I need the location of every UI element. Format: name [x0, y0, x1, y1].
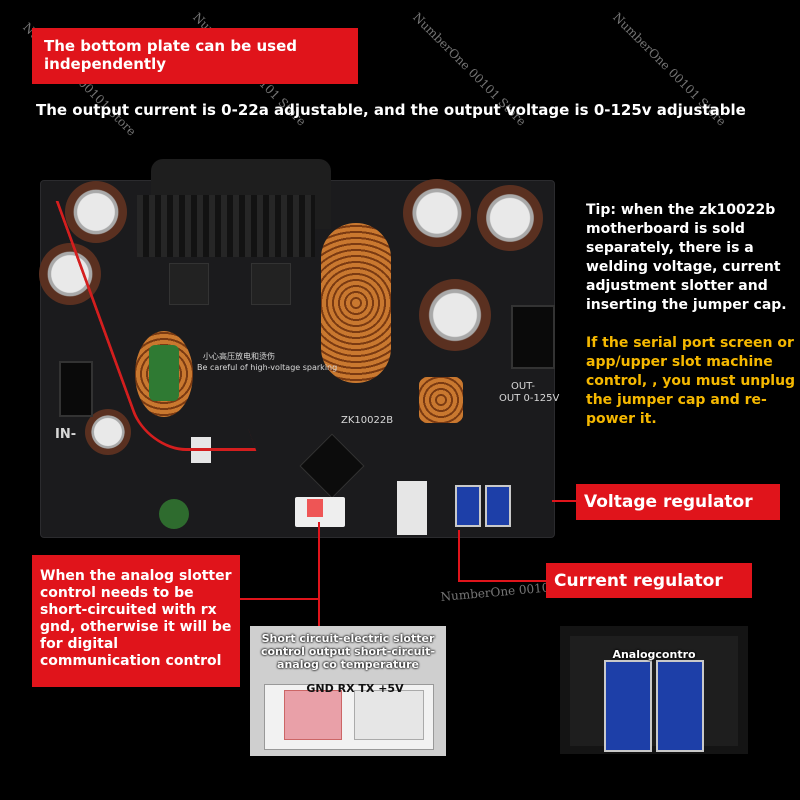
voltage-pot-zoom	[656, 660, 704, 752]
out-label: OUT-	[511, 381, 535, 392]
current-regulator-text: Current regulator	[554, 570, 723, 591]
connector-line	[240, 598, 320, 600]
pin-strip	[354, 690, 424, 740]
out-range: OUT 0-125V	[499, 393, 560, 404]
jumper-cap	[307, 499, 323, 517]
potentiometer-zoom-inset: Analogcontro	[560, 626, 748, 754]
model-label: ZK10022B	[341, 415, 394, 426]
heatsink	[137, 195, 315, 257]
pcb-board: 小心高压放电和烫伤 Be careful of high-voltage spa…	[39, 159, 559, 538]
voltage-regulator-text: Voltage regulator	[584, 492, 753, 512]
tip-text: Tip: when the zk10022b motherboard is so…	[586, 202, 787, 313]
capacitor	[419, 279, 491, 351]
top-banner: The bottom plate can be used independent…	[32, 28, 358, 84]
voltage-potentiometer[interactable]	[455, 485, 481, 527]
connector-line	[458, 530, 460, 582]
warning-en: Be careful of high-voltage sparking	[197, 363, 338, 372]
connector-line	[552, 500, 578, 502]
analog-note-text: When the analog slotter control needs to…	[40, 568, 232, 669]
capacitor	[477, 185, 543, 251]
capacitor-small	[159, 499, 189, 529]
voltage-regulator-label: Voltage regulator	[576, 484, 780, 520]
mosfet	[169, 263, 209, 305]
current-potentiometer[interactable]	[485, 485, 511, 527]
in-label: IN-	[55, 427, 77, 442]
analog-control-note: When the analog slotter control needs to…	[32, 555, 240, 687]
uart-connector	[397, 481, 427, 535]
current-regulator-label: Current regulator	[546, 563, 752, 598]
connector-line	[318, 522, 320, 626]
inset-caption: Short circuit-electric slotter control o…	[260, 632, 436, 671]
input-terminal	[59, 361, 93, 417]
tip-warning-text: If the serial port screen or app/upper s…	[586, 335, 796, 427]
capacitor	[65, 181, 127, 243]
mosfet	[251, 263, 291, 305]
output-coil	[419, 377, 463, 423]
connector-line	[458, 580, 548, 582]
small-connector	[191, 437, 211, 463]
inset-caption: Analogcontro	[612, 648, 696, 661]
toroid-coil	[321, 223, 391, 383]
inset-pcb	[570, 636, 738, 746]
capacitor	[403, 179, 471, 247]
current-pot-zoom	[604, 660, 652, 752]
pin-labels: GND RX TX +5V	[306, 682, 404, 695]
capacitor	[39, 243, 101, 305]
inductor-core	[149, 345, 179, 401]
output-terminal	[511, 305, 555, 369]
warning-cn: 小心高压放电和烫伤	[203, 352, 275, 361]
jumper-cap	[284, 690, 342, 740]
banner-text: The bottom plate can be used independent…	[44, 37, 297, 73]
spec-subtitle: The output current is 0-22a adjustable, …	[36, 101, 746, 119]
main-ic	[299, 433, 365, 499]
connector-zoom-inset: Short circuit-electric slotter control o…	[250, 626, 446, 756]
